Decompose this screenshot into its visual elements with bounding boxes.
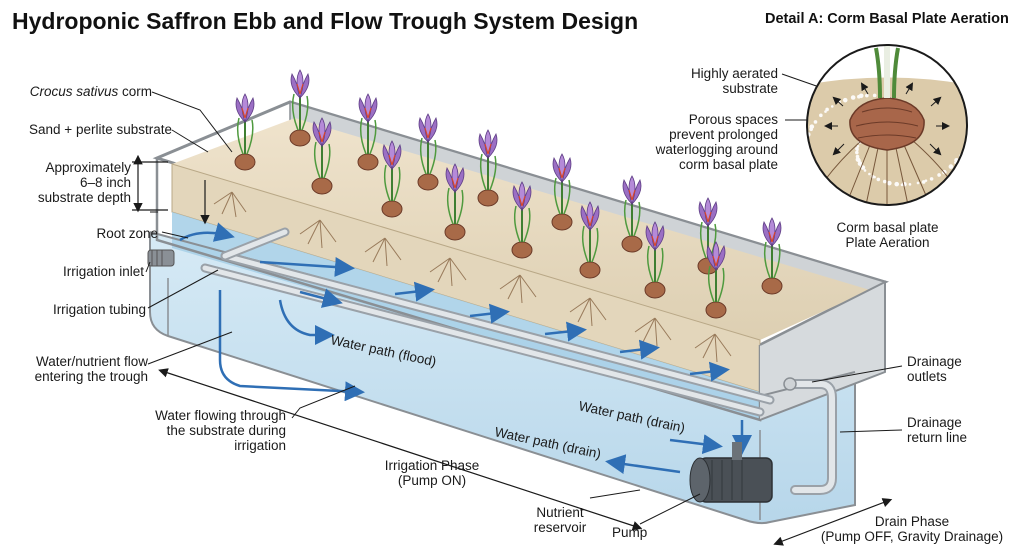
crocus-plants — [234, 69, 783, 319]
crocus-plant — [579, 201, 601, 279]
irrigation-tubing — [200, 227, 775, 417]
substrate-label: Sand + perlite substrate — [29, 122, 172, 137]
irrigation-inlet — [147, 249, 175, 267]
crocus-plant — [761, 217, 783, 295]
crocus-plant — [511, 181, 533, 259]
substrate-depth-bracket — [132, 154, 210, 225]
crocus-plant — [477, 129, 499, 207]
crocus-plant — [551, 153, 573, 231]
irrigation-tubing-label: Irrigation tubing — [52, 302, 146, 317]
crocus-plant — [357, 93, 379, 171]
crocus-plant — [621, 175, 643, 253]
drain-phase-label: Drain Phase(Pump OFF, Gravity Drainage) — [820, 514, 1004, 544]
crocus-plant — [234, 93, 256, 171]
irrigation-inlet-label: Irrigation inlet — [62, 264, 144, 279]
crocus-plant — [381, 140, 403, 218]
root-zone — [213, 191, 732, 363]
phase-dimension-arrows — [158, 368, 893, 546]
page-title: Hydroponic Saffron Ebb and Flow Trough S… — [12, 8, 639, 34]
crocus-plant — [311, 117, 333, 195]
detail-a-title: Detail A: Corm Basal Plate Aeration — [765, 11, 1009, 27]
irrigation-phase-label: Irrigation Phase(Pump ON) — [384, 458, 480, 488]
crocus-plant — [444, 163, 466, 241]
crocus-corm-label: Crocus sativus corm — [29, 84, 152, 99]
pump-label: Pump — [612, 525, 648, 540]
drainage-outlet — [783, 377, 797, 391]
crocus-plant — [705, 241, 727, 319]
drainage-return-line — [783, 377, 837, 495]
pump — [689, 442, 773, 503]
detail-a-inset — [806, 44, 968, 206]
crocus-plant — [417, 113, 439, 191]
crocus-plant — [644, 221, 666, 299]
root-zone-label: Root zone — [96, 226, 158, 241]
crocus-plant — [289, 69, 311, 147]
